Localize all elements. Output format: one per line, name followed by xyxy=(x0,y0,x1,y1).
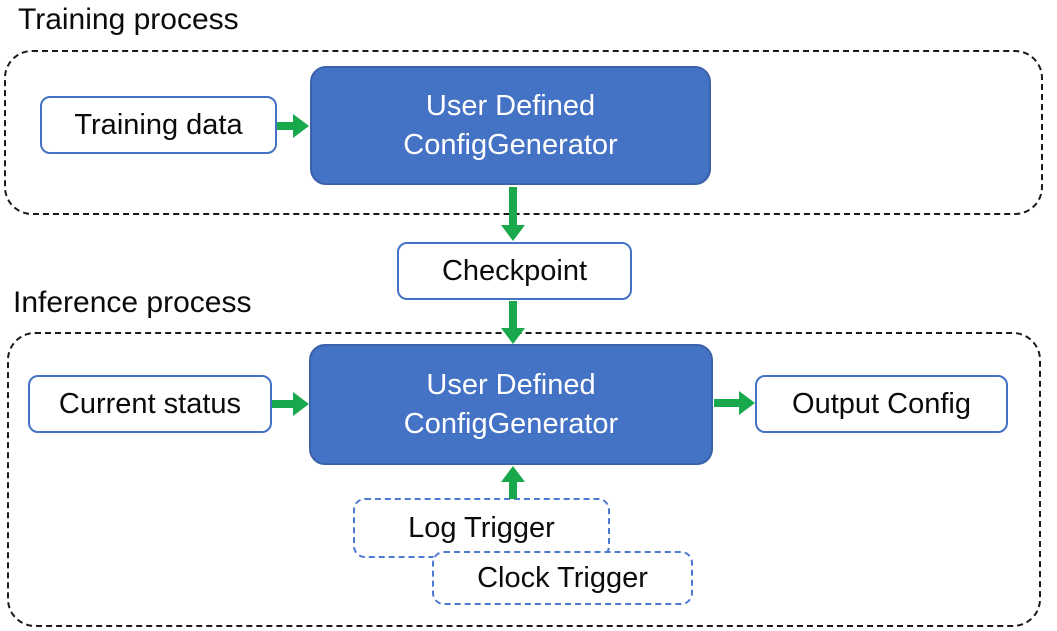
current-status-box: Current status xyxy=(28,375,272,433)
log-trigger-box: Log Trigger xyxy=(353,498,610,558)
arrow-right-icon-generator-to-output-config xyxy=(714,391,755,415)
arrow-head xyxy=(293,392,309,416)
output-config-box: Output Config xyxy=(755,375,1008,433)
arrow-shaft xyxy=(272,400,294,408)
inference-process-label: Inference process xyxy=(13,286,252,319)
training-process-group xyxy=(4,50,1043,215)
checkpoint-box: Checkpoint xyxy=(397,242,632,300)
arrow-up-icon-triggers-to-generator xyxy=(501,466,525,499)
arrow-head xyxy=(293,114,309,138)
training-data-box: Training data xyxy=(40,96,277,154)
arrow-down-icon-generator-to-checkpoint xyxy=(501,187,525,241)
arrow-shaft xyxy=(509,481,517,499)
arrow-down-icon-checkpoint-to-inference-generator xyxy=(501,301,525,344)
generator-label-line1: User Defined xyxy=(425,89,596,122)
arrow-shaft xyxy=(277,122,294,130)
arrow-right-icon-current-status-to-generator xyxy=(272,392,309,416)
clock-trigger-box: Clock Trigger xyxy=(432,551,693,605)
arrow-right-icon-training-data-to-generator xyxy=(277,114,309,138)
arrow-shaft xyxy=(509,187,517,226)
training-config-generator-box: User Defined ConfigGenerator xyxy=(310,66,711,185)
arrow-head xyxy=(739,391,755,415)
generator-label-line2: ConfigGenerator xyxy=(403,407,619,440)
arrow-shaft xyxy=(509,301,517,329)
generator-label-line2: ConfigGenerator xyxy=(403,128,618,161)
arrow-shaft xyxy=(714,399,740,407)
arrow-head xyxy=(501,466,525,482)
training-process-label: Training process xyxy=(18,3,239,36)
inference-config-generator-box: User Defined ConfigGenerator xyxy=(309,344,713,465)
arrow-head xyxy=(501,225,525,241)
arrow-head xyxy=(501,328,525,344)
generator-label-line1: User Defined xyxy=(426,368,596,401)
